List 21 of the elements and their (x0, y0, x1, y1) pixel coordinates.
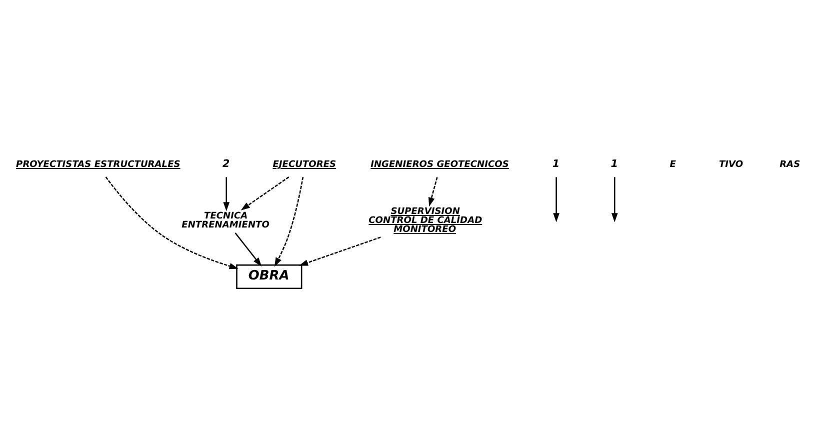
arrow (553, 176, 560, 222)
node-text: EJECUTORES (272, 160, 336, 170)
node-text: TECNICA ENTRENAMIENTO (182, 211, 270, 230)
label: TIVO (718, 160, 744, 170)
node-text: 1 (610, 158, 618, 170)
label: E (670, 160, 676, 170)
node-text: 1 (552, 158, 560, 170)
arrow (234, 232, 262, 266)
arrow (274, 176, 304, 266)
arrow (223, 176, 230, 211)
node-text: SUPERVISION CONTROL DE CALIDAD MONITOREO (368, 206, 482, 235)
arrow (298, 236, 381, 266)
node-text: INGENIEROS GEOTECNICOS (370, 160, 509, 170)
arrow (611, 176, 618, 222)
node-text: PROYECTISTAS ESTRUCTURALES (16, 160, 180, 170)
arrow (240, 176, 290, 210)
node-box: OBRA (236, 264, 302, 289)
label: RAS (780, 160, 800, 170)
arrow (428, 176, 438, 206)
node-text: 2 (222, 158, 230, 170)
arrow (105, 176, 238, 269)
